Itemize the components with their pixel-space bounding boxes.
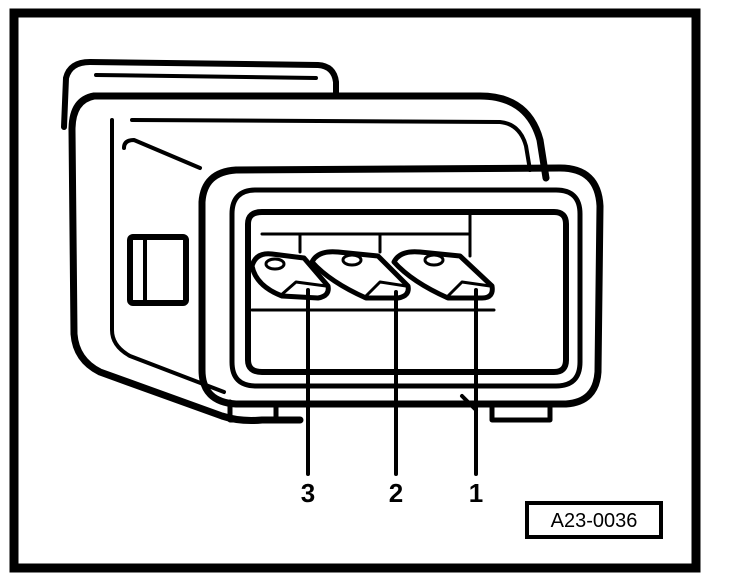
front-face-outer (198, 164, 604, 408)
bottom-edge (460, 394, 478, 412)
front-face-inner (229, 187, 583, 389)
pin-hole-icon (264, 257, 286, 271)
housing-inner-edge (110, 118, 532, 394)
pin-cavity (245, 209, 569, 375)
pin-terminal-1 (391, 249, 495, 301)
pin-terminal-2 (309, 249, 411, 301)
pin-label-3: 3 (301, 478, 315, 508)
housing-shoulder (122, 138, 202, 170)
pin-hole-icon (423, 253, 445, 267)
connector-latch-edge (94, 73, 318, 80)
pin-label-1: 1 (469, 478, 483, 508)
pin-label-2: 2 (389, 478, 403, 508)
connector-latch (61, 59, 339, 130)
side-lock-tab (127, 234, 189, 306)
front-foot-right (489, 401, 553, 423)
pin-terminal-3 (249, 251, 331, 301)
pin-hole-icon (341, 253, 363, 267)
reference-code-box (525, 501, 663, 539)
front-foot-left (227, 399, 279, 423)
reference-code: A23-0036 (551, 510, 638, 532)
cavity-back-wall (260, 210, 472, 258)
